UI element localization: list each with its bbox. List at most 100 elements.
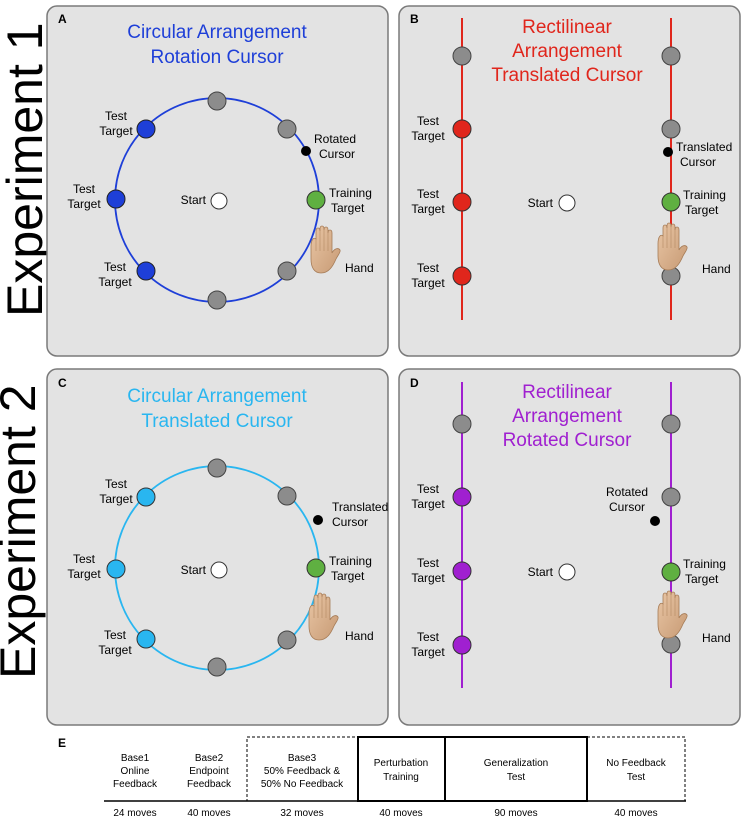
phase-moves: 40 moves bbox=[187, 808, 230, 819]
label: Test bbox=[105, 477, 128, 491]
label: Target bbox=[98, 275, 132, 289]
target bbox=[207, 91, 227, 111]
label: Training bbox=[683, 557, 726, 571]
label: Target bbox=[67, 567, 101, 581]
label: Test bbox=[417, 114, 440, 128]
panel-d: D Rectilinear Arrangement Rotated Cursor… bbox=[398, 368, 741, 726]
target bbox=[207, 290, 227, 310]
cursor-dot bbox=[663, 147, 673, 157]
test-target bbox=[136, 629, 156, 649]
label: Target bbox=[411, 276, 445, 290]
label: Target bbox=[685, 572, 719, 586]
phase-label: Base1 bbox=[121, 753, 150, 764]
training-target bbox=[306, 190, 326, 210]
label: Test bbox=[104, 628, 127, 642]
label: Test bbox=[417, 482, 440, 496]
target bbox=[277, 630, 297, 650]
label: Start bbox=[181, 563, 207, 577]
panel-a: A Circular Arrangement Rotation Cursor T… bbox=[46, 5, 389, 357]
label: Hand bbox=[345, 261, 374, 275]
phase-moves: 40 moves bbox=[379, 808, 422, 819]
label: Training bbox=[329, 554, 372, 568]
phase-moves: 40 moves bbox=[614, 808, 657, 819]
target bbox=[277, 261, 297, 281]
label: Training bbox=[329, 186, 372, 200]
panel-title: Rotated Cursor bbox=[503, 430, 633, 451]
phase-box-no-feedback bbox=[586, 736, 686, 802]
cursor-dot bbox=[650, 516, 660, 526]
target bbox=[207, 657, 227, 677]
target bbox=[661, 414, 681, 434]
test-target bbox=[136, 119, 156, 139]
panel-title: Arrangement bbox=[512, 41, 623, 62]
panel-letter: D bbox=[410, 376, 419, 390]
label: Training bbox=[683, 188, 726, 202]
start-circle bbox=[210, 192, 228, 210]
phase-box-generalization bbox=[444, 736, 588, 802]
panel-title: Circular Arrangement bbox=[127, 22, 307, 43]
label: Target bbox=[411, 202, 445, 216]
panel-title: Circular Arrangement bbox=[127, 386, 307, 407]
label: Test bbox=[73, 552, 96, 566]
label: Hand bbox=[702, 631, 731, 645]
label: Target bbox=[411, 645, 445, 659]
label: Cursor bbox=[319, 147, 355, 161]
label: Translated bbox=[332, 500, 388, 514]
panel-e-timeline: E Base1 Online Feedback Base2 Endpoint F… bbox=[58, 736, 686, 819]
panel-letter: C bbox=[58, 376, 67, 390]
target bbox=[277, 119, 297, 139]
label: Target bbox=[99, 124, 133, 138]
target bbox=[452, 46, 472, 66]
target bbox=[207, 458, 227, 478]
phase-box-perturbation bbox=[357, 736, 446, 802]
label: Start bbox=[181, 193, 207, 207]
label: Test bbox=[417, 187, 440, 201]
label: Target bbox=[411, 497, 445, 511]
phase-label: No Feedback bbox=[606, 758, 666, 769]
label: Target bbox=[98, 643, 132, 657]
phase-label: Perturbation bbox=[374, 758, 428, 769]
panel-c: C Circular Arrangement Translated Cursor… bbox=[46, 368, 389, 726]
label: Test bbox=[105, 109, 128, 123]
label: Target bbox=[67, 197, 101, 211]
phase-label: Feedback bbox=[187, 779, 232, 790]
label: Test bbox=[417, 261, 440, 275]
label: Target bbox=[685, 203, 719, 217]
target bbox=[661, 487, 681, 507]
target bbox=[277, 486, 297, 506]
training-target bbox=[661, 562, 681, 582]
label: Test bbox=[417, 556, 440, 570]
phase-label: Base3 bbox=[288, 753, 317, 764]
label: Rotated bbox=[314, 132, 356, 146]
label: Target bbox=[99, 492, 133, 506]
test-target bbox=[106, 559, 126, 579]
phase-moves: 90 moves bbox=[494, 808, 537, 819]
test-target bbox=[452, 119, 472, 139]
panel-title: Rotation Cursor bbox=[150, 47, 284, 68]
panel-letter: A bbox=[58, 12, 67, 26]
panel-title: Rectilinear bbox=[522, 382, 612, 403]
phase-moves: 32 moves bbox=[280, 808, 323, 819]
test-target bbox=[106, 189, 126, 209]
phase-label: 50% Feedback & bbox=[264, 766, 340, 777]
label: Start bbox=[528, 565, 554, 579]
phase-label: Test bbox=[507, 772, 526, 783]
panel-title: Translated Cursor bbox=[491, 65, 643, 86]
phase-label: Feedback bbox=[113, 779, 158, 790]
label: Rotated bbox=[606, 485, 648, 499]
label: Hand bbox=[345, 629, 374, 643]
label: Target bbox=[331, 569, 365, 583]
panel-letter: B bbox=[410, 12, 419, 26]
training-target bbox=[306, 558, 326, 578]
label: Target bbox=[331, 201, 365, 215]
phase-label: Generalization bbox=[484, 758, 548, 769]
start-circle bbox=[558, 563, 576, 581]
panel-b: B Rectilinear Arrangement Translated Cur… bbox=[398, 5, 741, 357]
test-target bbox=[452, 561, 472, 581]
phase-label: Online bbox=[121, 766, 150, 777]
target bbox=[452, 414, 472, 434]
phase-label: Base2 bbox=[195, 753, 224, 764]
label: Start bbox=[528, 196, 554, 210]
training-target bbox=[661, 192, 681, 212]
